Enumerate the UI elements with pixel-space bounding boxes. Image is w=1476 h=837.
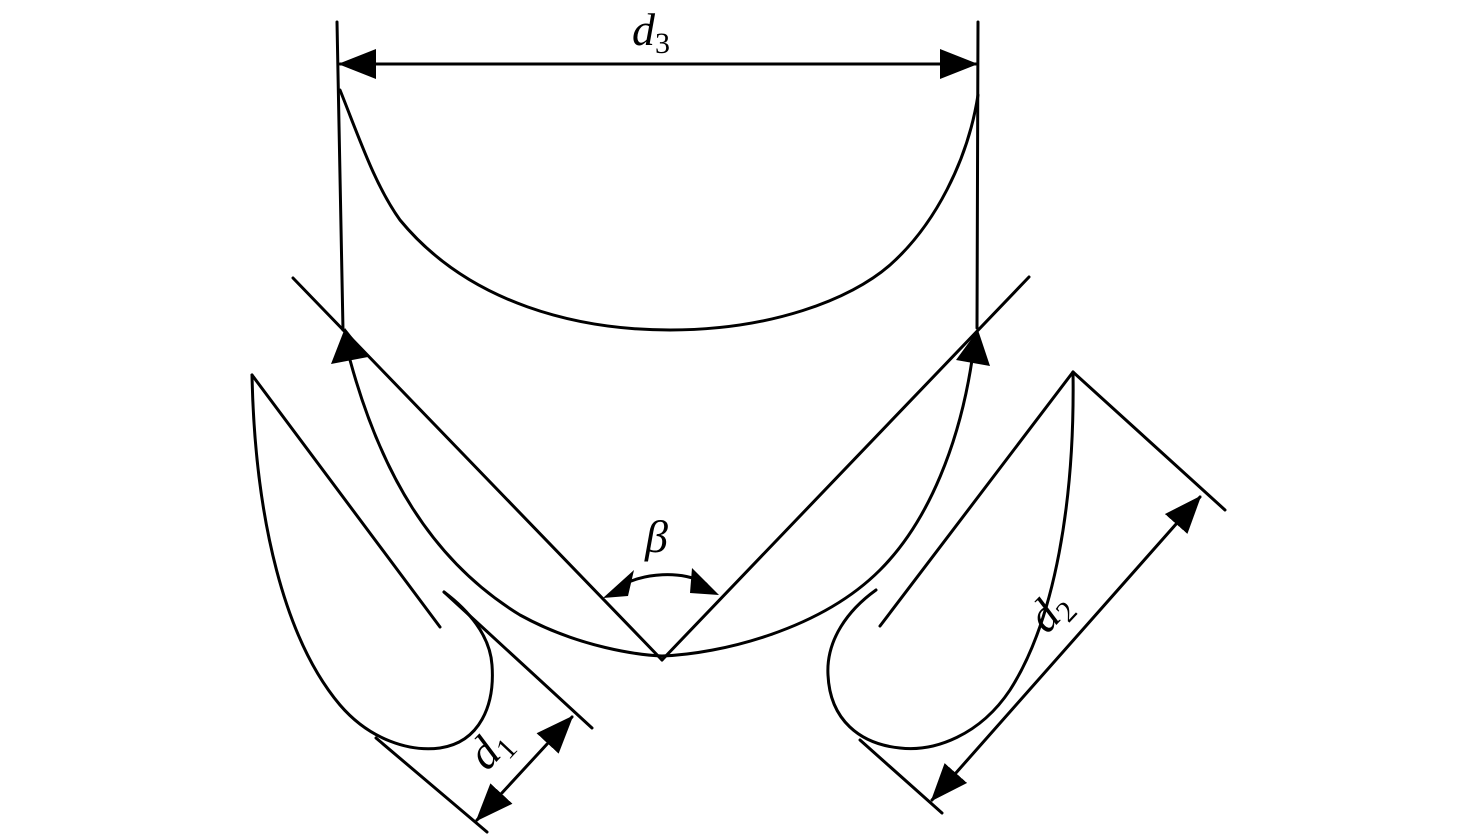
right-blade-profile bbox=[826, 370, 1075, 751]
d3-left-extension-line bbox=[335, 20, 345, 332]
label-beta: β bbox=[644, 511, 668, 562]
right-blade-tangent-line bbox=[1071, 370, 1227, 512]
lower-arc-left-arrow bbox=[331, 328, 368, 364]
lower-arc-right-arrow bbox=[956, 330, 990, 366]
left-blade-profile bbox=[250, 373, 494, 751]
right-blade-inner-line bbox=[878, 370, 1075, 628]
right-blade-base-line bbox=[858, 738, 944, 815]
d2-dimension-line bbox=[930, 495, 1202, 802]
left-blade-base-line bbox=[374, 736, 489, 834]
label-d1: d1 bbox=[457, 716, 524, 782]
right-v-line bbox=[660, 275, 1031, 662]
lower-arc bbox=[348, 358, 974, 658]
left-blade-inner-line bbox=[250, 373, 442, 629]
beta-right-arrow bbox=[690, 568, 719, 595]
label-d3: d3 bbox=[632, 4, 670, 60]
left-blade-tangent-line bbox=[442, 590, 594, 730]
upper-blade-profile bbox=[338, 88, 980, 332]
beta-left-arrow bbox=[603, 570, 634, 598]
d3-right-extension-line bbox=[975, 20, 980, 330]
d1-dimension-line bbox=[475, 715, 574, 822]
